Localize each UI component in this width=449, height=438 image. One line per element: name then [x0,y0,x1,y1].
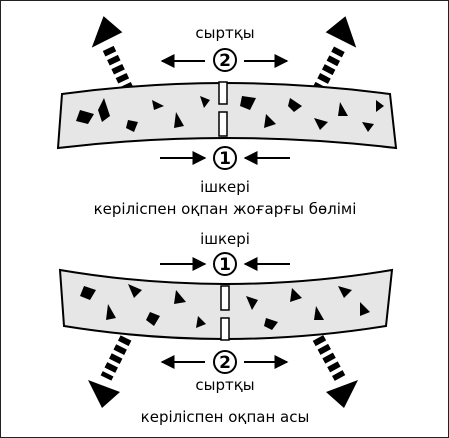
top-caption: керілiспен оқпан жоғарғы бөлімі [94,200,357,218]
bottom-inner-label: ішкері [200,230,250,248]
top-inner-number-badge: 1 [213,146,237,170]
bottom-inner-number: 1 [219,255,231,275]
bottom-caption: керілiспен оқпан асы [141,408,310,426]
top-diagram: сыртқы 2 [56,16,398,218]
top-log [56,81,398,150]
top-right-diagonal-arrow [312,16,357,93]
bottom-outer-number: 2 [219,353,231,373]
top-inner-number: 1 [219,149,231,169]
bottom-right-diagonal-arrow [312,335,358,408]
top-outer-label: сыртқы [195,24,254,42]
bottom-log [58,268,394,341]
top-left-diagonal-arrow [91,16,134,93]
top-inner-label: ішкері [200,178,250,196]
bottom-diagram: ішкері 1 [58,230,394,426]
top-outer-number-badge: 2 [213,48,237,72]
bottom-inner-number-badge: 1 [213,252,237,276]
top-outer-number: 2 [219,51,231,71]
bottom-left-diagonal-arrow [88,335,132,408]
bottom-outer-label: сыртқы [195,376,254,394]
bottom-outer-number-badge: 2 [213,350,237,374]
